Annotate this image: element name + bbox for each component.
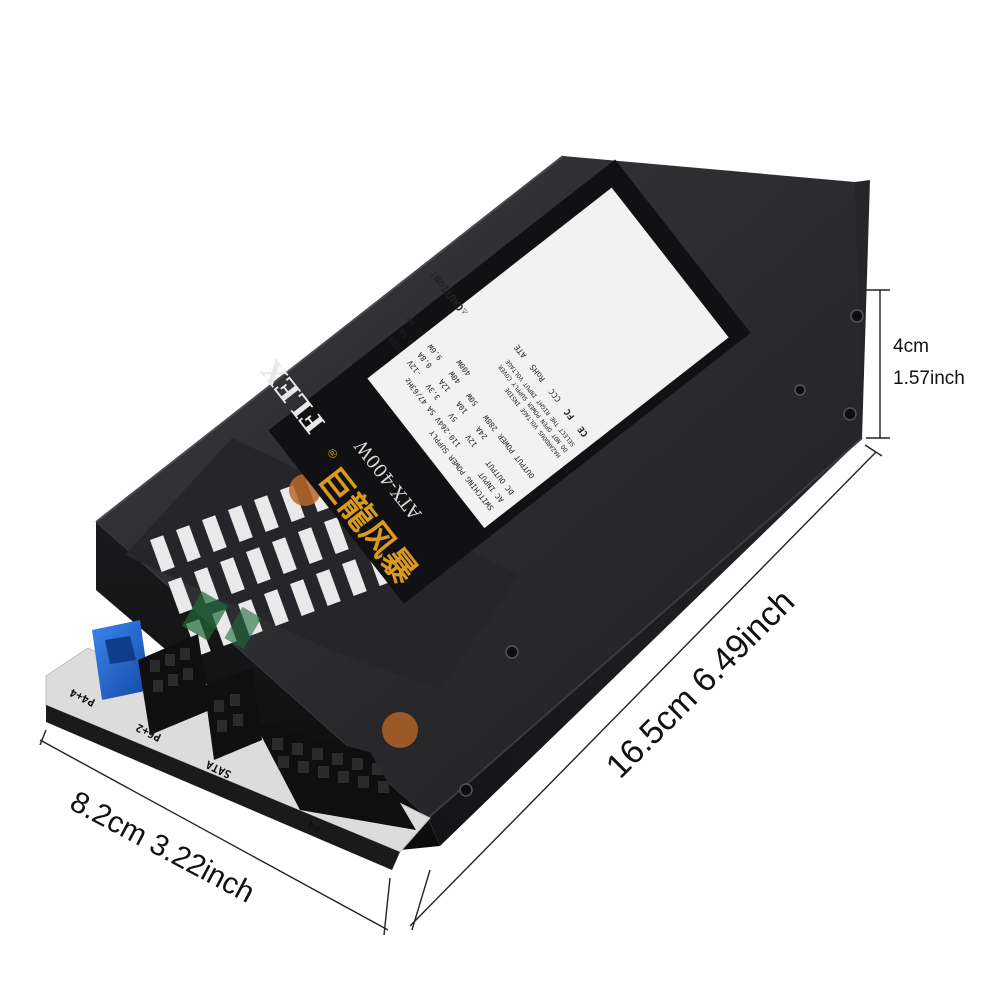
vent-slot: [228, 505, 253, 542]
height-inch-label: 1.57inch: [893, 368, 965, 389]
p6plus2-connector: [138, 634, 210, 735]
vent-slot: [193, 567, 219, 604]
vent-slot: [324, 517, 349, 554]
vent-slot: [279, 485, 305, 522]
spec-label-sticker: [367, 187, 729, 529]
vent-slot: [297, 527, 323, 564]
connector-pin: [292, 743, 303, 755]
vent-slot: [220, 557, 245, 594]
vent-slot: [150, 535, 175, 572]
case-screws: [459, 309, 864, 797]
vent-slot: [316, 569, 341, 606]
connector-pin: [352, 758, 363, 770]
connector-pin: [298, 761, 309, 773]
vent-slot: [253, 495, 279, 532]
vent-slot: [168, 577, 193, 614]
vent-slot: [246, 547, 271, 584]
p4plus4-blue-connector: [92, 620, 150, 700]
connector-pin: [278, 756, 289, 768]
vent-slot: [290, 579, 315, 616]
vent-slot: [341, 559, 367, 596]
connector-pin: [378, 781, 389, 793]
width-label: 8.2cm 3.22inch: [65, 785, 260, 910]
p4-24pin-connector: [254, 722, 416, 830]
connector-label-p4: P4: [305, 817, 323, 835]
connector-pin: [312, 748, 323, 760]
connector-pin: [332, 753, 343, 765]
connector-pin: [318, 766, 329, 778]
connector-pin: [358, 776, 369, 788]
vent-slot: [264, 589, 289, 626]
vent-slot: [202, 515, 227, 552]
dimension-lines: [39, 289, 890, 936]
vent-slot: [175, 525, 201, 562]
connector-pin: [272, 738, 283, 750]
connector-pin: [338, 771, 349, 783]
sata-connector: [204, 668, 262, 760]
internal-components: [182, 474, 418, 748]
connector-pin: [372, 763, 383, 775]
vent-slot: [272, 537, 297, 574]
height-cm-label: 4cm: [893, 336, 929, 357]
vent-grille-area: [125, 438, 520, 690]
